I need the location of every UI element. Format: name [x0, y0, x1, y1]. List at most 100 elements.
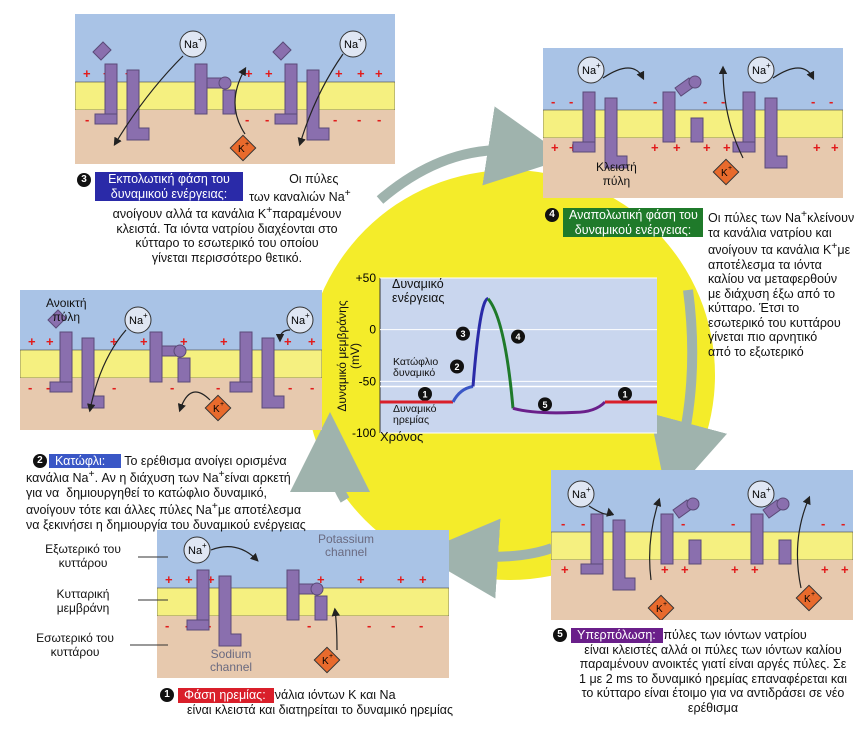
- potential-curve-segment-2: [451, 385, 474, 403]
- diffusion-arrow: [718, 65, 744, 159]
- panel-depolarization: +++++++++--------Na+Na+K+: [75, 14, 395, 164]
- potential-curve-segment-3: [471, 297, 489, 387]
- positive-charge: +: [751, 562, 759, 577]
- svg-text:Na: Na: [572, 489, 587, 501]
- negative-charge: -: [821, 516, 825, 531]
- positive-charge: +: [813, 140, 821, 155]
- svg-text:K: K: [322, 656, 329, 667]
- potassium-channel: [660, 497, 702, 565]
- phase-marker-label: 2: [454, 362, 459, 372]
- svg-text:+: +: [663, 601, 667, 608]
- positive-charge: +: [841, 562, 849, 577]
- graph-x-label: Χρόνος: [380, 429, 424, 444]
- graph-plot-area: [380, 278, 657, 433]
- panel-resting: ++++++++-------Na+K+: [157, 530, 449, 678]
- phase-marker: [618, 387, 632, 401]
- svg-text:Na: Na: [129, 315, 144, 327]
- potassium-channel: [194, 63, 236, 115]
- positive-charge: +: [661, 562, 669, 577]
- negative-charge: -: [265, 112, 269, 127]
- positive-charge: +: [180, 334, 188, 349]
- y-tick-label: +50: [356, 271, 377, 285]
- phase3-text-c: παραμένουν κλειστά. Τα ιόντα νατρίου δια…: [116, 207, 342, 265]
- svg-text:K: K: [656, 604, 663, 615]
- potassium-ion: K+: [229, 134, 257, 162]
- potassium-ion: K+: [712, 158, 740, 186]
- negative-charge: -: [216, 380, 220, 395]
- negative-charge: -: [170, 380, 174, 395]
- svg-text:+: +: [245, 141, 249, 148]
- phase2-tag: Κατώφλι:: [48, 453, 121, 468]
- diffusion-arrow: [331, 607, 340, 651]
- negative-charge: -: [731, 516, 735, 531]
- phase1-tag: Φάση ηρεμίας:: [178, 688, 274, 703]
- label-open-gate: Ανοικτή πύλη: [46, 296, 87, 324]
- positive-charge: +: [284, 334, 292, 349]
- label-sodium-channel: Sodium channel: [210, 647, 253, 674]
- phase1-text: Τα κανάλια ιόντων Κ και Na είναι κλειστά…: [186, 688, 454, 717]
- positive-charge: +: [673, 140, 681, 155]
- label-outside: Εξωτερικό του κυττάρου: [45, 542, 121, 570]
- diffusion-arrow: [177, 391, 211, 413]
- positive-charge: +: [397, 572, 405, 587]
- negative-charge: -: [829, 94, 833, 109]
- diffusion-arrow: [87, 329, 127, 413]
- cycle-arrow-bottom: [418, 518, 554, 599]
- phase3-text-a: Οι πύλες των καναλιών Na: [249, 172, 345, 204]
- positive-charge: +: [335, 66, 343, 81]
- svg-text:+: +: [728, 165, 732, 172]
- phase-marker: [511, 329, 525, 344]
- negative-charge: -: [245, 112, 249, 127]
- phase-marker-label: 4: [515, 332, 520, 342]
- diffusion-arrow: [796, 495, 811, 589]
- negative-charge: -: [703, 94, 707, 109]
- phase-marker-label: 1: [422, 390, 427, 400]
- phase3-text-b: ανοίγουν αλλά τα κανάλια Κ: [112, 207, 267, 222]
- panel-hyperpolarization: --------++++++++Na+Na+K+K+: [551, 470, 853, 620]
- potassium-channel: [662, 75, 704, 143]
- phase-marker: [538, 397, 552, 412]
- potassium-channel: [286, 569, 328, 621]
- positive-charge: +: [357, 572, 365, 587]
- svg-text:+: +: [811, 591, 815, 598]
- sodium-ion: Na+: [747, 56, 775, 84]
- negative-charge: -: [811, 94, 815, 109]
- positive-charge: +: [46, 334, 54, 349]
- phase4-number: 4: [545, 208, 559, 222]
- positive-charge: +: [28, 334, 36, 349]
- positive-charge: +: [308, 334, 316, 349]
- panel-repolarization: --------++++++++Na+Na+K+: [543, 48, 843, 198]
- sodium-ion: Na+: [179, 30, 207, 58]
- potassium-ion: K+: [313, 646, 341, 674]
- svg-text:+: +: [198, 35, 203, 44]
- svg-text:+: +: [202, 541, 207, 550]
- negative-charge: -: [310, 380, 314, 395]
- svg-text:Na: Na: [752, 65, 767, 77]
- positive-charge: +: [245, 66, 253, 81]
- negative-charge: -: [307, 618, 311, 633]
- phase4-text-a: Οι πύλες των Na: [708, 211, 801, 226]
- potassium-ion: K+: [204, 394, 232, 422]
- negative-charge: -: [551, 94, 555, 109]
- svg-text:Na: Na: [184, 39, 199, 51]
- phase1-number: 1: [160, 688, 174, 702]
- diffusion-arrow: [649, 497, 662, 581]
- svg-text:+: +: [596, 61, 601, 70]
- cycle-arrow-top: [376, 106, 568, 204]
- phase5-tag: Υπερπόλωση:: [571, 628, 663, 643]
- phase-marker-label: 3: [460, 329, 465, 339]
- phase-marker-label: 5: [542, 400, 547, 410]
- svg-text:+: +: [305, 311, 310, 320]
- phase4-text-b: κλείνουν τα κανάλια νατρίου και ανοίγουν…: [708, 211, 855, 258]
- positive-charge: +: [831, 140, 839, 155]
- phase3-tag: Εκπολωτική φάση του δυναμικού ενέργειας:: [95, 172, 243, 201]
- sodium-channel: [47, 309, 105, 409]
- resting-label: Δυναμικό ηρεμίας: [393, 403, 437, 426]
- cycle-arrow-right: [649, 289, 727, 501]
- sodium-channel: [572, 91, 628, 169]
- negative-charge: -: [841, 516, 845, 531]
- phase2-text-c: είναι αρκετή για να δημιουργηθεί το κατώ…: [26, 471, 291, 518]
- sodium-channel: [580, 513, 636, 591]
